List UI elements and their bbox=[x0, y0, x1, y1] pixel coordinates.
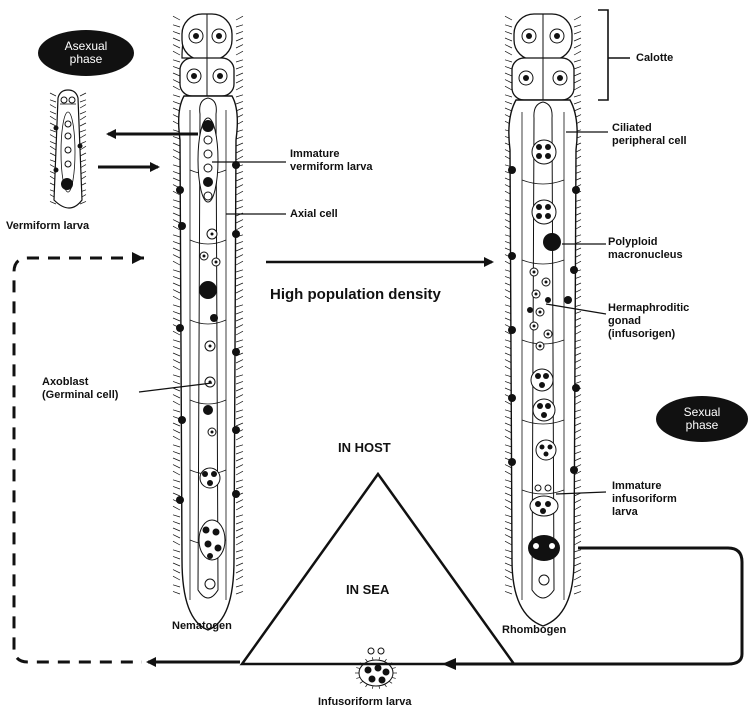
infusoriform-larva bbox=[355, 648, 397, 689]
asexual-phase-line2: phase bbox=[70, 53, 103, 66]
immature-inf-line1: Immature bbox=[612, 480, 677, 493]
herm-line2: gonad bbox=[608, 315, 689, 328]
sexual-phase-line2: phase bbox=[686, 419, 719, 432]
in-sea-label: IN SEA bbox=[346, 582, 389, 597]
calotte-label: Calotte bbox=[636, 52, 673, 65]
immature-inf-line2: infusoriform bbox=[612, 493, 677, 506]
nematogen-calotte bbox=[180, 14, 234, 96]
rhombogen-calotte bbox=[512, 14, 574, 100]
hermaphroditic-gonad-label: Hermaphroditic gonad (infusorigen) bbox=[608, 302, 689, 341]
herm-line3: (infusorigen) bbox=[608, 328, 689, 341]
ciliated-line2: peripheral cell bbox=[612, 135, 687, 148]
host-sea-triangle bbox=[242, 474, 514, 664]
immature-vermiform-line1: Immature bbox=[290, 148, 373, 161]
vermiform-larva-label: Vermiform larva bbox=[6, 220, 89, 233]
asexual-phase-badge: Asexual phase bbox=[38, 30, 134, 76]
vermiform-larva bbox=[50, 90, 86, 208]
immature-infusoriform-label: Immature infusoriform larva bbox=[612, 480, 677, 519]
axial-cell-label: Axial cell bbox=[290, 208, 338, 221]
in-host-label: IN HOST bbox=[338, 440, 391, 455]
herm-line1: Hermaphroditic bbox=[608, 302, 689, 315]
sexual-phase-badge: Sexual phase bbox=[656, 396, 748, 442]
polyploid-label: Polyploid macronucleus bbox=[608, 236, 683, 262]
immature-vermiform-larva bbox=[198, 118, 218, 202]
polyploid-line2: macronucleus bbox=[608, 249, 683, 262]
ciliated-peripheral-label: Ciliated peripheral cell bbox=[612, 122, 687, 148]
axoblast-label: Axoblast (Germinal cell) bbox=[42, 376, 118, 402]
immature-inf-line3: larva bbox=[612, 506, 677, 519]
rhombogen-label: Rhombogen bbox=[502, 624, 566, 637]
immature-vermiform-line2: vermiform larva bbox=[290, 161, 373, 174]
nematogen-body bbox=[173, 14, 243, 630]
transition-label: High population density bbox=[270, 286, 441, 304]
axoblast-line2: (Germinal cell) bbox=[42, 389, 118, 402]
dashed-return-path bbox=[14, 258, 144, 662]
ciliated-line1: Ciliated bbox=[612, 122, 687, 135]
polyploid-line1: Polyploid bbox=[608, 236, 683, 249]
infusoriform-larva-label: Infusoriform larva bbox=[318, 696, 412, 709]
immature-vermiform-label: Immature vermiform larva bbox=[290, 148, 373, 174]
rhombogen-body bbox=[505, 14, 581, 626]
nematogen-label: Nematogen bbox=[172, 620, 232, 633]
sexual-phase-path bbox=[452, 548, 742, 664]
axoblast-line1: Axoblast bbox=[42, 376, 118, 389]
